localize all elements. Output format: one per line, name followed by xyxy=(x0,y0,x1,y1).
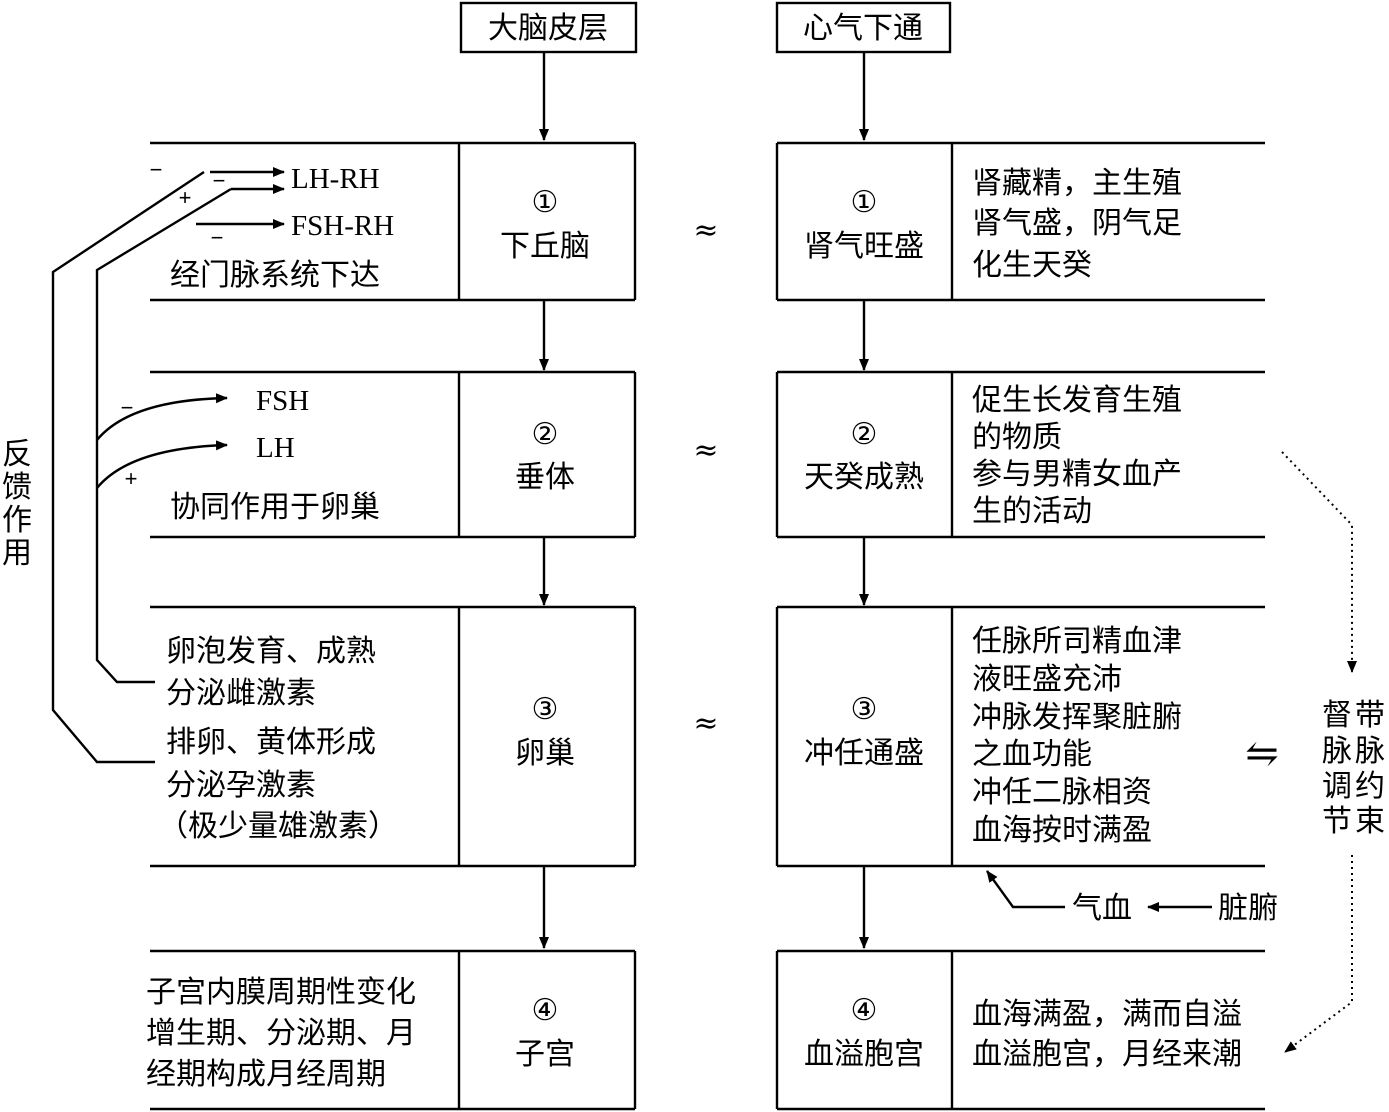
blood-overflow-num: ④ xyxy=(851,993,878,1028)
left-frames xyxy=(150,141,637,1111)
kidney-qi-label: 肾气旺盛 xyxy=(804,229,924,264)
ovary-function-line: （极少量雄激素） xyxy=(158,809,398,844)
ovary-label: 卵巢 xyxy=(515,736,575,771)
feedback-label-char: 馈 xyxy=(2,470,32,505)
chong-ren-desc-line: 液旺盛充沛 xyxy=(972,662,1122,697)
qixue-to-chongren-arrow xyxy=(986,870,1065,909)
lh-label: LH xyxy=(256,432,295,464)
kidney-desc-line: 肾气盛，阴气足 xyxy=(972,206,1182,241)
du-mai-char: 脉 xyxy=(1322,734,1352,769)
kidney-desc-line: 肾藏精，主生殖 xyxy=(972,166,1182,201)
ovary-function-line: 分泌孕激素 xyxy=(166,768,316,803)
hypothalamus-label: 下丘脑 xyxy=(500,229,590,264)
tiangui-desc-line: 促生长发育生殖 xyxy=(972,383,1182,418)
cerebral-cortex-label: 大脑皮层 xyxy=(488,11,608,46)
fsh-arrow xyxy=(96,393,228,441)
tiangui-desc-line: 生的活动 xyxy=(972,494,1092,529)
qixue-label: 气血 xyxy=(1072,891,1132,926)
uterus-num: ④ xyxy=(532,993,559,1028)
approx-sign-3: ≈ xyxy=(693,706,718,741)
portal-system-note: 经门脉系统下达 xyxy=(170,258,380,293)
fshrh-label: FSH-RH xyxy=(291,210,394,242)
lhrh-label: LH-RH xyxy=(291,163,380,195)
flow-arrows xyxy=(539,52,869,949)
du-mai-char: 节 xyxy=(1322,804,1352,839)
dotted-arrow-bottom xyxy=(1284,855,1353,1053)
ovary-function-line: 分泌雌激素 xyxy=(166,676,316,711)
heart-qi-label: 心气下通 xyxy=(803,11,923,46)
zangfu-label: 脏腑 xyxy=(1218,891,1278,926)
feedback-label-char: 反 xyxy=(2,437,32,472)
chong-ren-desc-line: 血海按时满盈 xyxy=(972,813,1152,848)
blood-overflow-label: 血溢胞宫 xyxy=(804,1037,924,1072)
plus-sign: + xyxy=(179,185,192,210)
chong-ren-desc-line: 冲任二脉相资 xyxy=(972,775,1152,810)
uterus-label: 子宫 xyxy=(515,1037,575,1072)
feedback-line-inner xyxy=(95,187,232,684)
dai-mai-char: 束 xyxy=(1355,804,1385,839)
equilibrium-icon: ⇋ xyxy=(1245,731,1279,777)
hypothalamus-num: ① xyxy=(532,185,559,220)
fsh-label: FSH xyxy=(256,385,309,417)
approx-sign-1: ≈ xyxy=(693,213,718,248)
du-mai-char: 调 xyxy=(1322,769,1352,804)
minus-sign: − xyxy=(121,395,134,420)
ovary-num: ③ xyxy=(532,692,559,727)
dai-mai-char: 脉 xyxy=(1355,734,1385,769)
dai-mai-char: 带 xyxy=(1355,698,1385,733)
minus-sign: − xyxy=(213,168,226,193)
pituitary-num: ② xyxy=(532,417,559,452)
ovary-function-line: 卵泡发育、成熟 xyxy=(166,634,376,669)
lh-arrow xyxy=(96,440,228,489)
tiangui-num: ② xyxy=(851,417,878,452)
minus-sign: − xyxy=(211,225,224,250)
uterus-cycle-line: 子宫内膜周期性变化 xyxy=(146,975,416,1010)
pituitary-label: 垂体 xyxy=(515,460,575,495)
chong-ren-desc-line: 冲脉发挥聚脏腑 xyxy=(972,700,1182,735)
synergy-note: 协同作用于卵巢 xyxy=(170,490,380,525)
feedback-label-char: 作 xyxy=(2,503,32,538)
dotted-arrow-top xyxy=(1281,451,1357,673)
tiangui-desc-line: 的物质 xyxy=(972,420,1062,455)
approx-sign-2: ≈ xyxy=(693,433,718,468)
tiangui-desc-line: 参与男精女血产 xyxy=(972,457,1182,492)
menses-desc-line: 血溢胞宫，月经来潮 xyxy=(972,1037,1242,1072)
feedback-line-outer xyxy=(51,170,205,764)
chong-ren-desc-line: 之血功能 xyxy=(972,737,1092,772)
heart-qi-box xyxy=(775,1,952,54)
uterus-cycle-line: 经期构成月经周期 xyxy=(146,1057,386,1092)
tiangui-label: 天癸成熟 xyxy=(804,460,924,495)
uterus-cycle-line: 增生期、分泌期、月 xyxy=(146,1016,416,1051)
kidney-qi-num: ① xyxy=(851,185,878,220)
feedback-label-char: 用 xyxy=(2,536,32,571)
minus-sign: − xyxy=(150,157,163,182)
du-mai-char: 督 xyxy=(1322,698,1352,733)
cerebral-cortex-box xyxy=(459,1,638,54)
dai-mai-char: 约 xyxy=(1355,769,1385,804)
right-frames xyxy=(775,141,1265,1111)
menses-desc-line: 血海满盈，满而自溢 xyxy=(972,997,1242,1032)
chong-ren-label: 冲任通盛 xyxy=(804,736,924,771)
ovary-function-line: 排卵、黄体形成 xyxy=(166,725,376,760)
chong-ren-num: ③ xyxy=(851,692,878,727)
chong-ren-desc-line: 任脉所司精血津 xyxy=(972,624,1182,659)
plus-sign: + xyxy=(125,466,138,491)
kidney-desc-line: 化生天癸 xyxy=(972,248,1092,283)
